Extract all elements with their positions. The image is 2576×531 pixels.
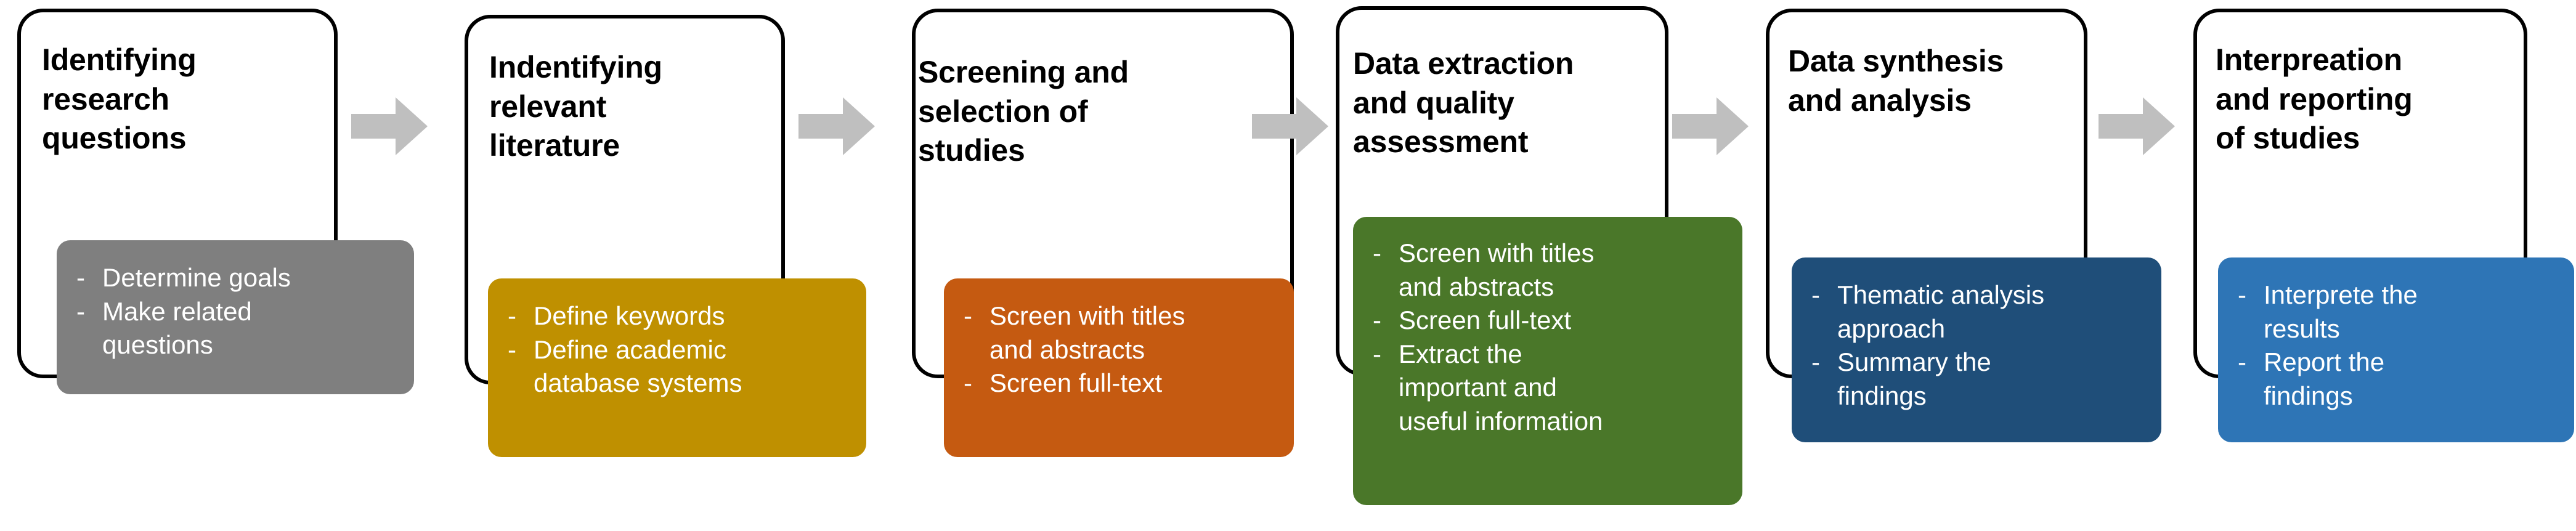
arrow-3-icon	[1252, 97, 1328, 155]
list-item-label: Report the findings	[2264, 347, 2385, 410]
bullet-dash: -	[1811, 280, 1820, 309]
list-item-label: Extract the important and useful informa…	[1399, 339, 1603, 436]
card-item-list-2: - Define keywords - Define academic data…	[488, 278, 866, 400]
card-interpretation-and-reporting-of-studies[interactable]: - Interprete the results - Report the fi…	[2218, 257, 2574, 442]
list-item: - Make related questions	[76, 295, 398, 362]
list-item-label: Screen with titles and abstracts	[989, 301, 1185, 364]
stage-title-1: Identifying research questions	[42, 43, 197, 155]
stage-title-4: Data extraction and quality assessment	[1353, 46, 1574, 159]
list-item-label: Make related questions	[102, 296, 252, 360]
arrow-1-icon	[351, 97, 428, 155]
list-item: - Interprete the results	[2238, 278, 2562, 346]
bullet-dash: -	[1373, 306, 1381, 335]
bullet-dash: -	[76, 296, 85, 326]
card-item-list-1: - Determine goals - Make related questio…	[57, 240, 414, 362]
list-item-label: Screen full-text	[989, 368, 1163, 398]
list-item: - Report the findings	[2238, 346, 2562, 413]
list-item: - Determine goals	[76, 261, 398, 295]
list-item-label: Define keywords	[534, 301, 725, 330]
card-item-list-3: - Screen with titles and abstracts - Scr…	[944, 278, 1294, 400]
bullet-dash: -	[2238, 280, 2246, 309]
list-item-label: Define academic database systems	[534, 334, 742, 398]
list-item-label: Screen with titles and abstracts	[1399, 238, 1595, 301]
list-item: - Thematic analysis approach	[1811, 278, 2149, 346]
arrow-5-icon	[2099, 97, 2175, 155]
bullet-dash: -	[1373, 339, 1381, 368]
card-item-list-5: - Thematic analysis approach - Summary t…	[1792, 257, 2161, 413]
bullet-dash: -	[508, 301, 516, 330]
card-item-list-6: - Interprete the results - Report the fi…	[2218, 257, 2574, 413]
card-screening-and-selection-of-studies[interactable]: - Screen with titles and abstracts - Scr…	[944, 278, 1294, 457]
card-identifying-research-questions[interactable]: - Determine goals - Make related questio…	[57, 240, 414, 394]
stage-title-2: Indentifying relevant literature	[489, 50, 662, 163]
stage-title-6: Interpreation and reporting of studies	[2216, 43, 2413, 155]
list-item: - Summary the findings	[1811, 346, 2149, 413]
list-item: - Screen with titles and abstracts	[1373, 237, 1730, 304]
bullet-dash: -	[1373, 238, 1381, 267]
bullet-dash: -	[508, 334, 516, 364]
card-identifying-relevant-literature[interactable]: - Define keywords - Define academic data…	[488, 278, 866, 457]
list-item-label: Summary the findings	[1837, 347, 1991, 410]
card-item-list-4: - Screen with titles and abstracts - Scr…	[1353, 217, 1742, 439]
bullet-dash: -	[76, 263, 85, 292]
list-item: - Screen full-text	[1373, 304, 1730, 338]
card-data-extraction-and-quality-assessment[interactable]: - Screen with titles and abstracts - Scr…	[1353, 217, 1742, 505]
list-item: - Extract the important and useful infor…	[1373, 338, 1730, 439]
stage-title-5: Data synthesis and analysis	[1788, 44, 2004, 118]
arrow-4-icon	[1672, 97, 1749, 155]
list-item-label: Screen full-text	[1399, 306, 1572, 335]
list-item: - Screen with titles and abstracts	[964, 299, 1282, 367]
stage-title-3: Screening and selection of studies	[918, 55, 1129, 168]
list-item: - Define keywords	[508, 299, 850, 333]
list-item-label: Interprete the results	[2264, 280, 2418, 343]
bullet-dash: -	[964, 301, 972, 330]
list-item-label: Determine goals	[102, 263, 291, 292]
bullet-dash: -	[2238, 347, 2246, 377]
list-item: - Define academic database systems	[508, 333, 850, 400]
bullet-dash: -	[964, 368, 972, 398]
bullet-dash: -	[1811, 347, 1820, 377]
arrow-2-icon	[798, 97, 875, 155]
list-item-label: Thematic analysis approach	[1837, 280, 2045, 343]
card-data-synthesis-and-analysis[interactable]: - Thematic analysis approach - Summary t…	[1792, 257, 2161, 442]
list-item: - Screen full-text	[964, 367, 1282, 400]
